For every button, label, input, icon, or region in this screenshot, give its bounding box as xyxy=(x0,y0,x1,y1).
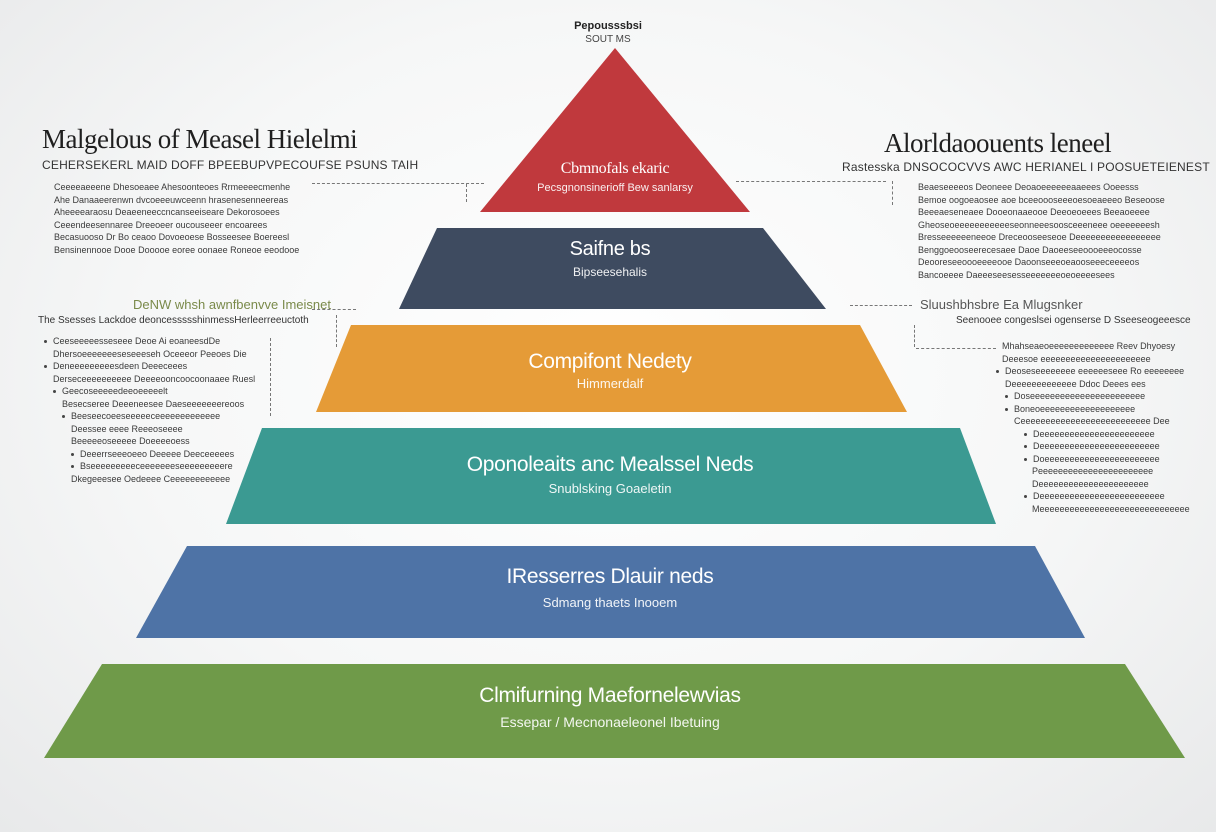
list-item: Bseeeeeeeeeceeeeeeeseeeeeeeeere xyxy=(44,460,255,473)
tier-6-text: Clmifurning Maefornelewvias Essepar / Me… xyxy=(100,684,1120,730)
tier-3-shape xyxy=(316,325,907,412)
list-item: Deeesoe eeeeeeeeeeeeeeeeeeeeee xyxy=(1002,353,1151,364)
list-item: Dhersoeeeeeeeseseeeseh Oceeeor Peeoes Di… xyxy=(53,348,247,359)
left-para-line: Aheeeearaosu Deaeeneeccncanseeiseare Dek… xyxy=(54,207,280,217)
header-sublabel: SOUT MS xyxy=(585,34,631,45)
list-item: Deessee eeee Reeeoseeee xyxy=(71,423,183,434)
right-para-line: Bemoe oogoeaosee aoe bceeoooseeeoesoeaee… xyxy=(918,194,1165,205)
right-panel-title: Alorldaoouents leneel xyxy=(884,128,1112,158)
tier-4-title: Oponoleaits anc Mealssel Neds xyxy=(466,453,754,476)
tier-3-subtitle: Himmerdalf xyxy=(576,376,644,391)
list-item: Deeeeeeeeeeeeeeeeeeeeeee xyxy=(996,428,1190,441)
tier-3-title: Compifont Nedety xyxy=(528,350,692,373)
right-bullet-list: Mhahseaeoeeeeeeeeeeeee Reev Dhyoesy Deee… xyxy=(996,340,1190,515)
connector-line-left-bracket xyxy=(270,338,271,416)
tier-5-shape xyxy=(136,546,1085,638)
tier-5-title: IResserres Dlauir neds xyxy=(506,565,714,588)
list-item: Besecseree Deeeneesee Daeseeeeeeereoos xyxy=(62,398,245,409)
left-para-line: Ceeeeaeeene Dhesoeaee Ahesoonteoes Rrmee… xyxy=(54,182,291,192)
right-para-line: Beeeaeseneaee Dooeonaaeooe Deeoeoeees Be… xyxy=(918,207,1150,217)
connector-line-right-mid-h xyxy=(916,348,996,349)
list-item: Doeeeeeeeeeeeeeeeeeeeeeee xyxy=(996,453,1190,466)
right-para-line: Gheoseoeeeeeeeeeeeseonneeesoosceeeneee o… xyxy=(918,219,1160,230)
right-para-line: Bancoeeee Daeeeseesesseeeeeeeoeoeeeesees xyxy=(918,269,1115,280)
list-item: Deeerrseeeoeeo Deeeee Deeceeeees xyxy=(44,448,255,461)
list-item: Doseeeeeeeeeeeeeeeeeeeeeee xyxy=(996,390,1190,403)
right-dark-heading: Seenooee congeslsei ogenserse D Sseeseog… xyxy=(956,315,1191,326)
connector-line-left-mid xyxy=(312,309,356,310)
connector-line-left-top xyxy=(312,183,484,184)
left-para-line: Bensinennooe Dooe Dooooe eoree oonaee Ro… xyxy=(54,244,300,255)
list-item: Deneeeeeeeeesdeen Deeeceees xyxy=(44,360,255,373)
list-item: Deeeeeeeeeeeeeeeeeeeeee xyxy=(1032,478,1149,489)
right-para-line: Bresseeeeeeneeoe Dreceooseeseoe Deeeeeee… xyxy=(918,232,1161,242)
tier-2-shape xyxy=(399,228,826,309)
left-para-line: Ceeendeesennaree Dreeoeer oucouseeer enc… xyxy=(54,219,268,230)
tier-5-text: IResserres Dlauir neds Sdmang thaets Ino… xyxy=(180,565,1040,610)
list-item: Meeeeeeeeeeeeeeeeeeeeeeeeeeeeee xyxy=(1032,503,1190,514)
tier-1-text: Cbmnofals ekaric Pecsgnonsinerioff Bew s… xyxy=(480,160,750,194)
tier-1-subtitle: Pecsgnonsinerioff Bew sanlarsy xyxy=(537,182,693,194)
connector-line-right-top xyxy=(736,181,886,182)
list-item: Beeseecoeeseeeeeceeeeeeeeeeeee xyxy=(44,410,255,423)
list-item: Deeeeeeeeeeeee Ddoc Deees ees xyxy=(1005,378,1146,389)
list-item: Beeeeeoseeeee Doeeeeoess xyxy=(71,436,190,446)
list-item: Geecoseeeeedeeoeeeeelt xyxy=(44,385,255,398)
list-item: Dkegeeesee Oedeeee Ceeeeeeeeeeee xyxy=(71,473,231,484)
left-para-line: Becasuooso Dr Bo ceaoo Dovoeoese Bossees… xyxy=(54,232,290,242)
list-item: Deoseseeeeeeee eeeeeeseee Ro eeeeeeee xyxy=(996,365,1190,378)
tier-6-subtitle: Essepar / Mecnonaeleonel Ibetuing xyxy=(500,714,720,730)
right-para-line: Beaeseeeeos Deoneee Deoaoeeeeeeaaeees Oo… xyxy=(918,182,1139,192)
right-panel-subtitle: Rastesska DNSOCOCVVS AWC HERIANEL I POOS… xyxy=(842,160,1210,174)
tier-5-subtitle: Sdmang thaets Inooem xyxy=(542,595,678,610)
list-item: Derseceeeeeeeeee Deeeeooncoocoonaaee Rue… xyxy=(53,373,256,384)
left-dark-heading: The Ssesses Lackdoe deoncessssshinmessHe… xyxy=(38,315,309,326)
tier-1-shape xyxy=(480,48,750,212)
left-panel-title: Malgelous of Measel Hielelmi xyxy=(42,124,358,154)
list-item: Deeeeeeeeeeeeeeeeeeeeeeeee xyxy=(996,490,1190,503)
list-item: Peeeeeeeeeeeeeeeeeeeeeee xyxy=(1032,466,1154,476)
right-para-line: Deooreseeoooeeeeooe Daoonseeeoeaooseeece… xyxy=(918,257,1140,267)
list-item: Boneoeeeeeeeeeeeeeeeeeee xyxy=(996,403,1190,416)
right-green-heading: Sluushbhsbre Ea Mlugsnker xyxy=(920,297,1083,312)
tier-2-text: Saifne bs Bipseesehalis xyxy=(420,238,800,279)
right-panel-paragraph: Beaeseeeeos Deoneee Deoaoeeeeeeaaeees Oo… xyxy=(918,181,1165,281)
tier-6-title: Clmifurning Maefornelewvias xyxy=(479,684,741,707)
tier-2-title: Saifne bs xyxy=(569,238,651,260)
tier-2-subtitle: Bipseesehalis xyxy=(572,265,648,279)
right-para-line: Benggoeooseerecesaee Daoe Daoeeseeoooeee… xyxy=(918,244,1142,255)
connector-line-right-top-v xyxy=(892,181,893,205)
tier-4-text: Oponoleaits anc Mealssel Neds Snublsking… xyxy=(260,453,960,496)
tier-1-title: Cbmnofals ekaric xyxy=(560,160,670,177)
list-item: Deeeeeeeeeeeeeeeeeeeeeeee xyxy=(996,440,1190,453)
tier-4-subtitle: Snublsking Goaeletin xyxy=(548,481,672,496)
list-item: Mhahseaeoeeeeeeeeeeeee Reev Dhyoesy xyxy=(1002,341,1176,351)
list-item: Ceeseeeeesseseee Deoe Ai eoaneesdDe xyxy=(44,335,255,348)
tier-3-text: Compifont Nedety Himmerdalf xyxy=(340,350,880,391)
left-bullet-list: Ceeseeeeesseseee Deoe Ai eoaneesdDe Dher… xyxy=(44,335,255,485)
left-para-line: Ahe Danaaeerenwn dvcoeeeuwceenn hrasenes… xyxy=(54,194,289,205)
connector-line-left-top-v xyxy=(466,184,467,202)
tier-6-shape xyxy=(44,664,1185,758)
header-label: Pepousssbsi xyxy=(574,20,642,32)
tier-4-shape xyxy=(226,428,996,524)
left-green-heading: DeNW whsh awnfbenvve Imeisnet xyxy=(133,297,331,312)
list-item: Ceeeeeeeeeeeeeeeeeeeeeeeeee Dee xyxy=(1014,416,1170,426)
left-panel-subtitle: CEHERSEKERL MAID DOFF BPEEBUPVPECOUFSE P… xyxy=(42,158,419,172)
connector-line-right-mid-v xyxy=(914,325,915,347)
connector-line-left-mid-v xyxy=(336,315,337,347)
left-panel-paragraph: Ceeeeaeeene Dhesoeaee Ahesoonteoes Rrmee… xyxy=(54,181,299,256)
connector-line-right-mid xyxy=(850,305,912,306)
